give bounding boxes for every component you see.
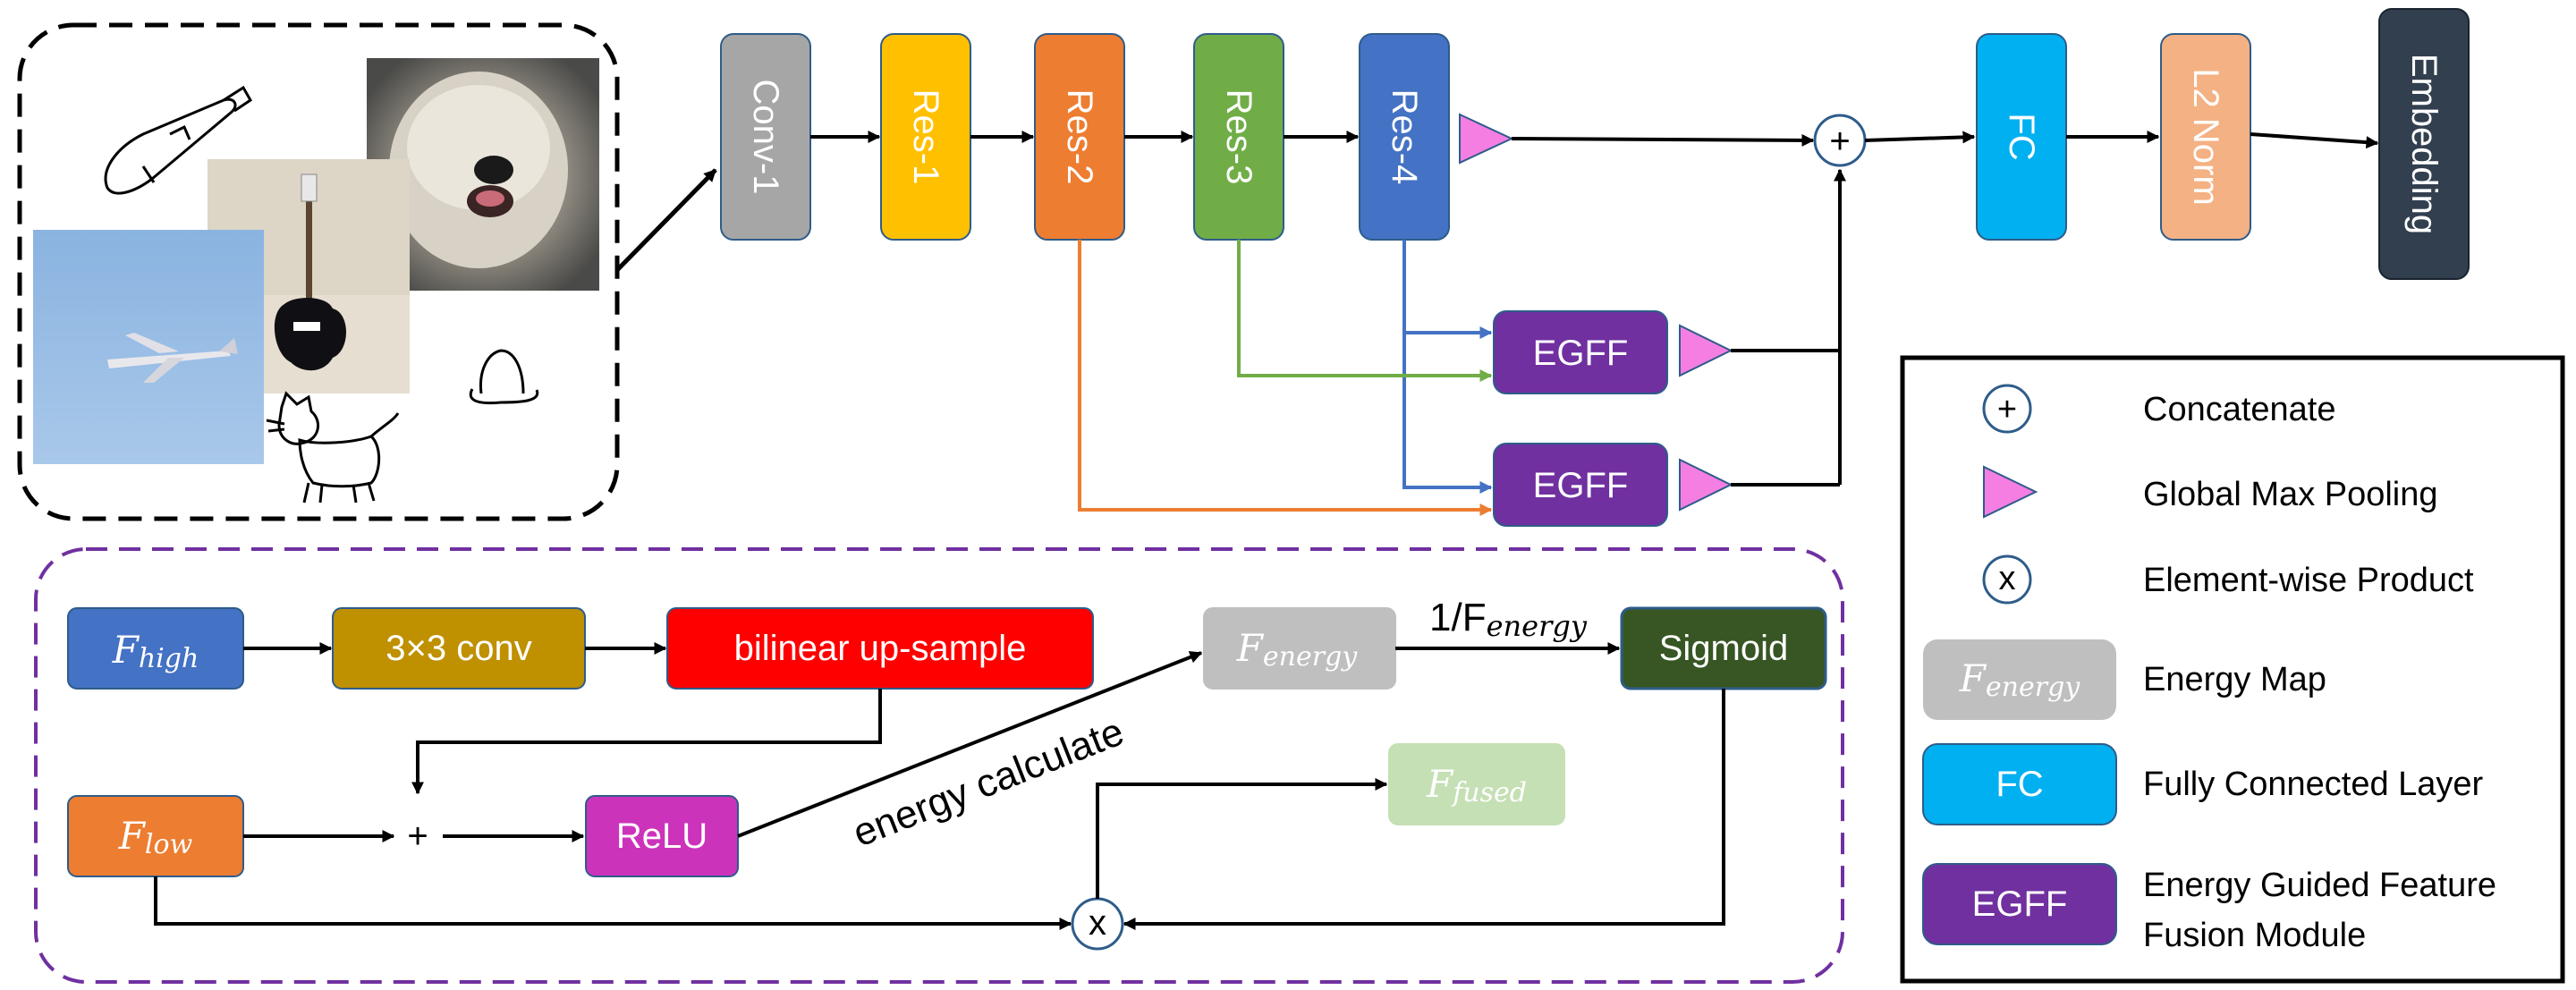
legend-product-symbol: x [1999,560,2016,597]
legend-gmp-label: Global Max Pooling [2143,476,2438,513]
legend-egff-label-line1: Energy Guided Feature [2143,867,2496,904]
res1-label: Res-1 [906,89,945,185]
legend-fc-icon-label: FC [1996,765,2043,804]
legend-egff-icon-label: EGFF [1972,884,2068,924]
legend-concat-symbol: + [1997,391,2017,428]
svg-text:Ffused: Ffused [1426,762,1527,808]
legend-energy-map-label: Energy Map [2143,661,2326,698]
embedding-label: Embedding [2404,54,2444,234]
legend-fc: FC Fully Connected Layer [1922,743,2484,825]
energy-map-icon [1923,639,2116,720]
f-high-subscript: high [139,643,199,674]
legend-egff: EGFF Energy Guided Feature Fusion Module [1922,863,2496,954]
reciprocal-prefix: 1/F [1429,596,1487,639]
res4-label: Res-4 [1385,89,1424,185]
product-symbol: x [1089,903,1106,943]
legend-energy-subscript: energy [1986,672,2080,703]
f-high-base: F [112,628,140,672]
product-node: x [1071,897,1124,951]
legend-energy-base: F [1959,656,1987,700]
gmp-icon [1983,465,2038,519]
reciprocal-subscript: energy [1487,609,1588,643]
sigmoid-block: Sigmoid [1620,606,1827,690]
fc-block: FC [1976,33,2067,241]
conv3x3-block: 3×3 conv [332,607,586,690]
f-energy-block: Fenergy [1203,607,1396,690]
res1-block: Res-1 [880,33,971,241]
egff-bottom-pooling-icon [1679,458,1733,512]
legend-egff-label-line2: Fusion Module [2143,917,2366,954]
relu-block: ReLU [585,795,739,877]
cat-sketch-thumbnail [266,391,400,503]
egff-module-detail-panel [34,547,1844,984]
concatenate-icon [1982,384,2032,434]
missile-sketch-thumbnail [104,85,252,195]
egff-top-block: EGFF [1493,310,1668,394]
embedding-block: Embedding [2378,8,2470,280]
res4-block: Res-4 [1359,33,1450,241]
f-energy-base: F [1236,626,1265,670]
fc-label: FC [2002,113,2041,160]
concatenate-symbol: + [1829,122,1850,161]
f-fused-subscript: fused [1451,777,1527,808]
f-low-subscript: low [145,829,193,860]
f-energy-subscript: energy [1263,641,1358,673]
legend-concatenate: + Concatenate [1982,384,2336,434]
l2norm-block: L2 Norm [2160,33,2251,241]
f-high-block: Fhigh [67,607,244,690]
hat-sketch-thumbnail [469,349,539,405]
egff-top-pooling-icon [1679,324,1733,377]
res3-label: Res-3 [1219,89,1258,185]
legend-energy-map: Fenergy Energy Map [1923,639,2326,720]
legend-fc-label: Fully Connected Layer [2143,766,2484,803]
f-fused-block: Ffused [1388,743,1565,825]
egff-top-label: EGFF [1533,334,1629,373]
egff-bottom-label: EGFF [1533,466,1629,505]
legend-product-label: Element-wise Product [2143,562,2474,599]
concatenate-node: + [1813,114,1867,167]
res2-label: Res-2 [1060,89,1099,185]
egff-bottom-block: EGFF [1493,443,1668,527]
upsample-label: bilinear up-sample [734,629,1027,668]
svg-text:Fenergy: Fenergy [1236,626,1359,673]
add-operator: + [407,817,428,856]
svg-text:Flow: Flow [118,814,193,860]
f-low-block: Flow [67,795,244,877]
f-fused-base: F [1426,762,1454,806]
legend-concatenate-label: Concatenate [2143,391,2336,428]
global-max-pooling-icon [1459,113,1514,165]
svg-text:Fenergy: Fenergy [1959,656,2081,703]
svg-text:1/Fenergy: 1/Fenergy [1429,596,1588,644]
fc-icon [1922,743,2117,825]
conv1-block: Conv-1 [720,33,811,241]
legend-product: x Element-wise Product [1982,554,2474,605]
res2-block: Res-2 [1034,33,1125,241]
upsample-block: bilinear up-sample [666,607,1094,690]
legend-gmp: Global Max Pooling [1983,465,2438,519]
egff-icon [1922,863,2117,945]
energy-calculate-label: energy calculate [847,709,1130,855]
res3-block: Res-3 [1193,33,1284,241]
relu-label: ReLU [616,817,708,856]
product-icon [1982,554,2032,605]
svg-text:Fhigh: Fhigh [112,628,199,674]
sigmoid-label: Sigmoid [1659,629,1789,668]
conv1-label: Conv-1 [746,80,785,195]
f-low-base: F [118,814,147,858]
l2norm-label: L2 Norm [2186,68,2225,205]
airplane-photo-thumbnail [33,230,264,464]
input-images-panel [17,22,620,521]
conv3x3-label: 3×3 conv [386,629,531,668]
